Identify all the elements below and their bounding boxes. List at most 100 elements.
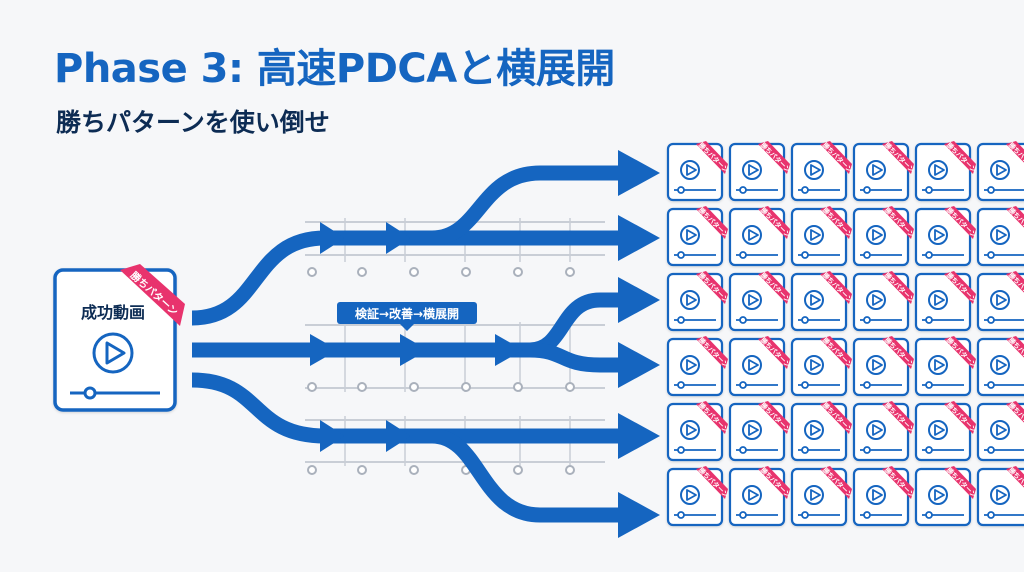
progress-bar bbox=[798, 511, 840, 519]
progress-bar bbox=[798, 316, 840, 324]
play-icon bbox=[804, 225, 824, 245]
progress-bar bbox=[674, 251, 716, 259]
progress-bar bbox=[674, 186, 716, 194]
progress-bar bbox=[860, 186, 902, 194]
progress-bar bbox=[984, 316, 1024, 324]
progress-bar bbox=[984, 381, 1024, 389]
video-card: 勝ちパターン bbox=[852, 400, 917, 462]
progress-bar bbox=[860, 446, 902, 454]
progress-bar bbox=[984, 446, 1024, 454]
play-icon bbox=[804, 485, 824, 505]
play-icon bbox=[680, 485, 700, 505]
video-card: 勝ちパターン bbox=[914, 205, 979, 267]
play-icon bbox=[92, 332, 134, 374]
video-card: 勝ちパターン bbox=[728, 205, 793, 267]
video-card: 勝ちパターン bbox=[914, 140, 979, 202]
video-card: 勝ちパターン bbox=[666, 140, 731, 202]
video-card: 勝ちパターン bbox=[790, 205, 855, 267]
video-card: 勝ちパターン bbox=[728, 270, 793, 332]
play-icon bbox=[928, 485, 948, 505]
progress-bar bbox=[70, 386, 160, 400]
progress-bar bbox=[736, 251, 778, 259]
play-icon bbox=[866, 420, 886, 440]
progress-bar bbox=[798, 186, 840, 194]
play-icon bbox=[680, 355, 700, 375]
video-card: 勝ちパターン bbox=[852, 270, 917, 332]
play-icon bbox=[742, 420, 762, 440]
video-card: 勝ちパターン bbox=[976, 205, 1024, 267]
video-card: 勝ちパターン bbox=[914, 400, 979, 462]
play-icon bbox=[866, 290, 886, 310]
progress-bar bbox=[798, 381, 840, 389]
play-icon bbox=[742, 290, 762, 310]
play-icon bbox=[866, 225, 886, 245]
play-icon bbox=[742, 355, 762, 375]
video-card: 勝ちパターン bbox=[666, 205, 731, 267]
play-icon bbox=[990, 420, 1010, 440]
video-card: 勝ちパターン bbox=[790, 335, 855, 397]
play-icon bbox=[742, 160, 762, 180]
page-subtitle: 勝ちパターンを使い倒せ bbox=[56, 108, 330, 137]
play-icon bbox=[990, 485, 1010, 505]
video-card: 勝ちパターン bbox=[790, 465, 855, 527]
video-card: 勝ちパターン bbox=[976, 270, 1024, 332]
flow-arrows bbox=[191, 165, 625, 523]
video-card: 勝ちパターン bbox=[852, 335, 917, 397]
process-label: 検証→改善→横展開 bbox=[355, 306, 459, 321]
play-icon bbox=[804, 160, 824, 180]
progress-bar bbox=[922, 186, 964, 194]
play-icon bbox=[990, 355, 1010, 375]
video-card: 勝ちパターン bbox=[728, 400, 793, 462]
video-card: 勝ちパターン bbox=[852, 140, 917, 202]
play-icon bbox=[866, 485, 886, 505]
video-card: 勝ちパターン bbox=[976, 400, 1024, 462]
play-icon bbox=[680, 160, 700, 180]
play-icon bbox=[866, 160, 886, 180]
progress-bar bbox=[922, 446, 964, 454]
play-icon bbox=[680, 290, 700, 310]
flow-path-top-b bbox=[431, 165, 625, 246]
video-card: 勝ちパターン bbox=[790, 270, 855, 332]
play-icon bbox=[804, 420, 824, 440]
play-icon bbox=[990, 225, 1010, 245]
video-card: 勝ちパターン bbox=[666, 465, 731, 527]
flow-path-top-a bbox=[191, 230, 625, 326]
progress-bar bbox=[984, 251, 1024, 259]
video-card: 勝ちパターン bbox=[728, 335, 793, 397]
video-card: 勝ちパターン bbox=[728, 465, 793, 527]
process-label-badge: 検証→改善→横展開 bbox=[337, 302, 477, 331]
flow-path-mid-down bbox=[529, 342, 625, 373]
play-icon bbox=[866, 355, 886, 375]
progress-bar bbox=[860, 511, 902, 519]
video-card-grid: 勝ちパターン勝ちパターン勝ちパターン勝ちパターン勝ちパターン勝ちパターン勝ちパタ… bbox=[666, 140, 1024, 527]
source-card-title: 成功動画 bbox=[81, 303, 145, 322]
progress-bar bbox=[736, 316, 778, 324]
progress-bar bbox=[984, 186, 1024, 194]
play-icon bbox=[804, 290, 824, 310]
progress-bar bbox=[674, 511, 716, 519]
page-title: Phase 3: 高速PDCAと横展開 bbox=[54, 46, 615, 92]
progress-bar bbox=[922, 511, 964, 519]
progress-bar bbox=[798, 251, 840, 259]
video-card: 勝ちパターン bbox=[666, 400, 731, 462]
flow-path-bot-b bbox=[431, 428, 625, 523]
video-card: 勝ちパターン bbox=[728, 140, 793, 202]
progress-bar bbox=[674, 316, 716, 324]
progress-bar bbox=[984, 511, 1024, 519]
play-icon bbox=[804, 355, 824, 375]
progress-bar bbox=[922, 381, 964, 389]
flow-path-bot-a bbox=[191, 372, 625, 444]
play-icon bbox=[742, 485, 762, 505]
progress-bar bbox=[922, 316, 964, 324]
progress-bar bbox=[736, 511, 778, 519]
video-card: 勝ちパターン bbox=[914, 465, 979, 527]
play-icon bbox=[990, 160, 1010, 180]
play-icon bbox=[928, 160, 948, 180]
play-icon bbox=[928, 225, 948, 245]
video-card: 勝ちパターン bbox=[666, 270, 731, 332]
video-card: 勝ちパターン bbox=[914, 270, 979, 332]
video-card: 勝ちパターン bbox=[976, 335, 1024, 397]
play-icon bbox=[928, 290, 948, 310]
play-icon bbox=[680, 225, 700, 245]
